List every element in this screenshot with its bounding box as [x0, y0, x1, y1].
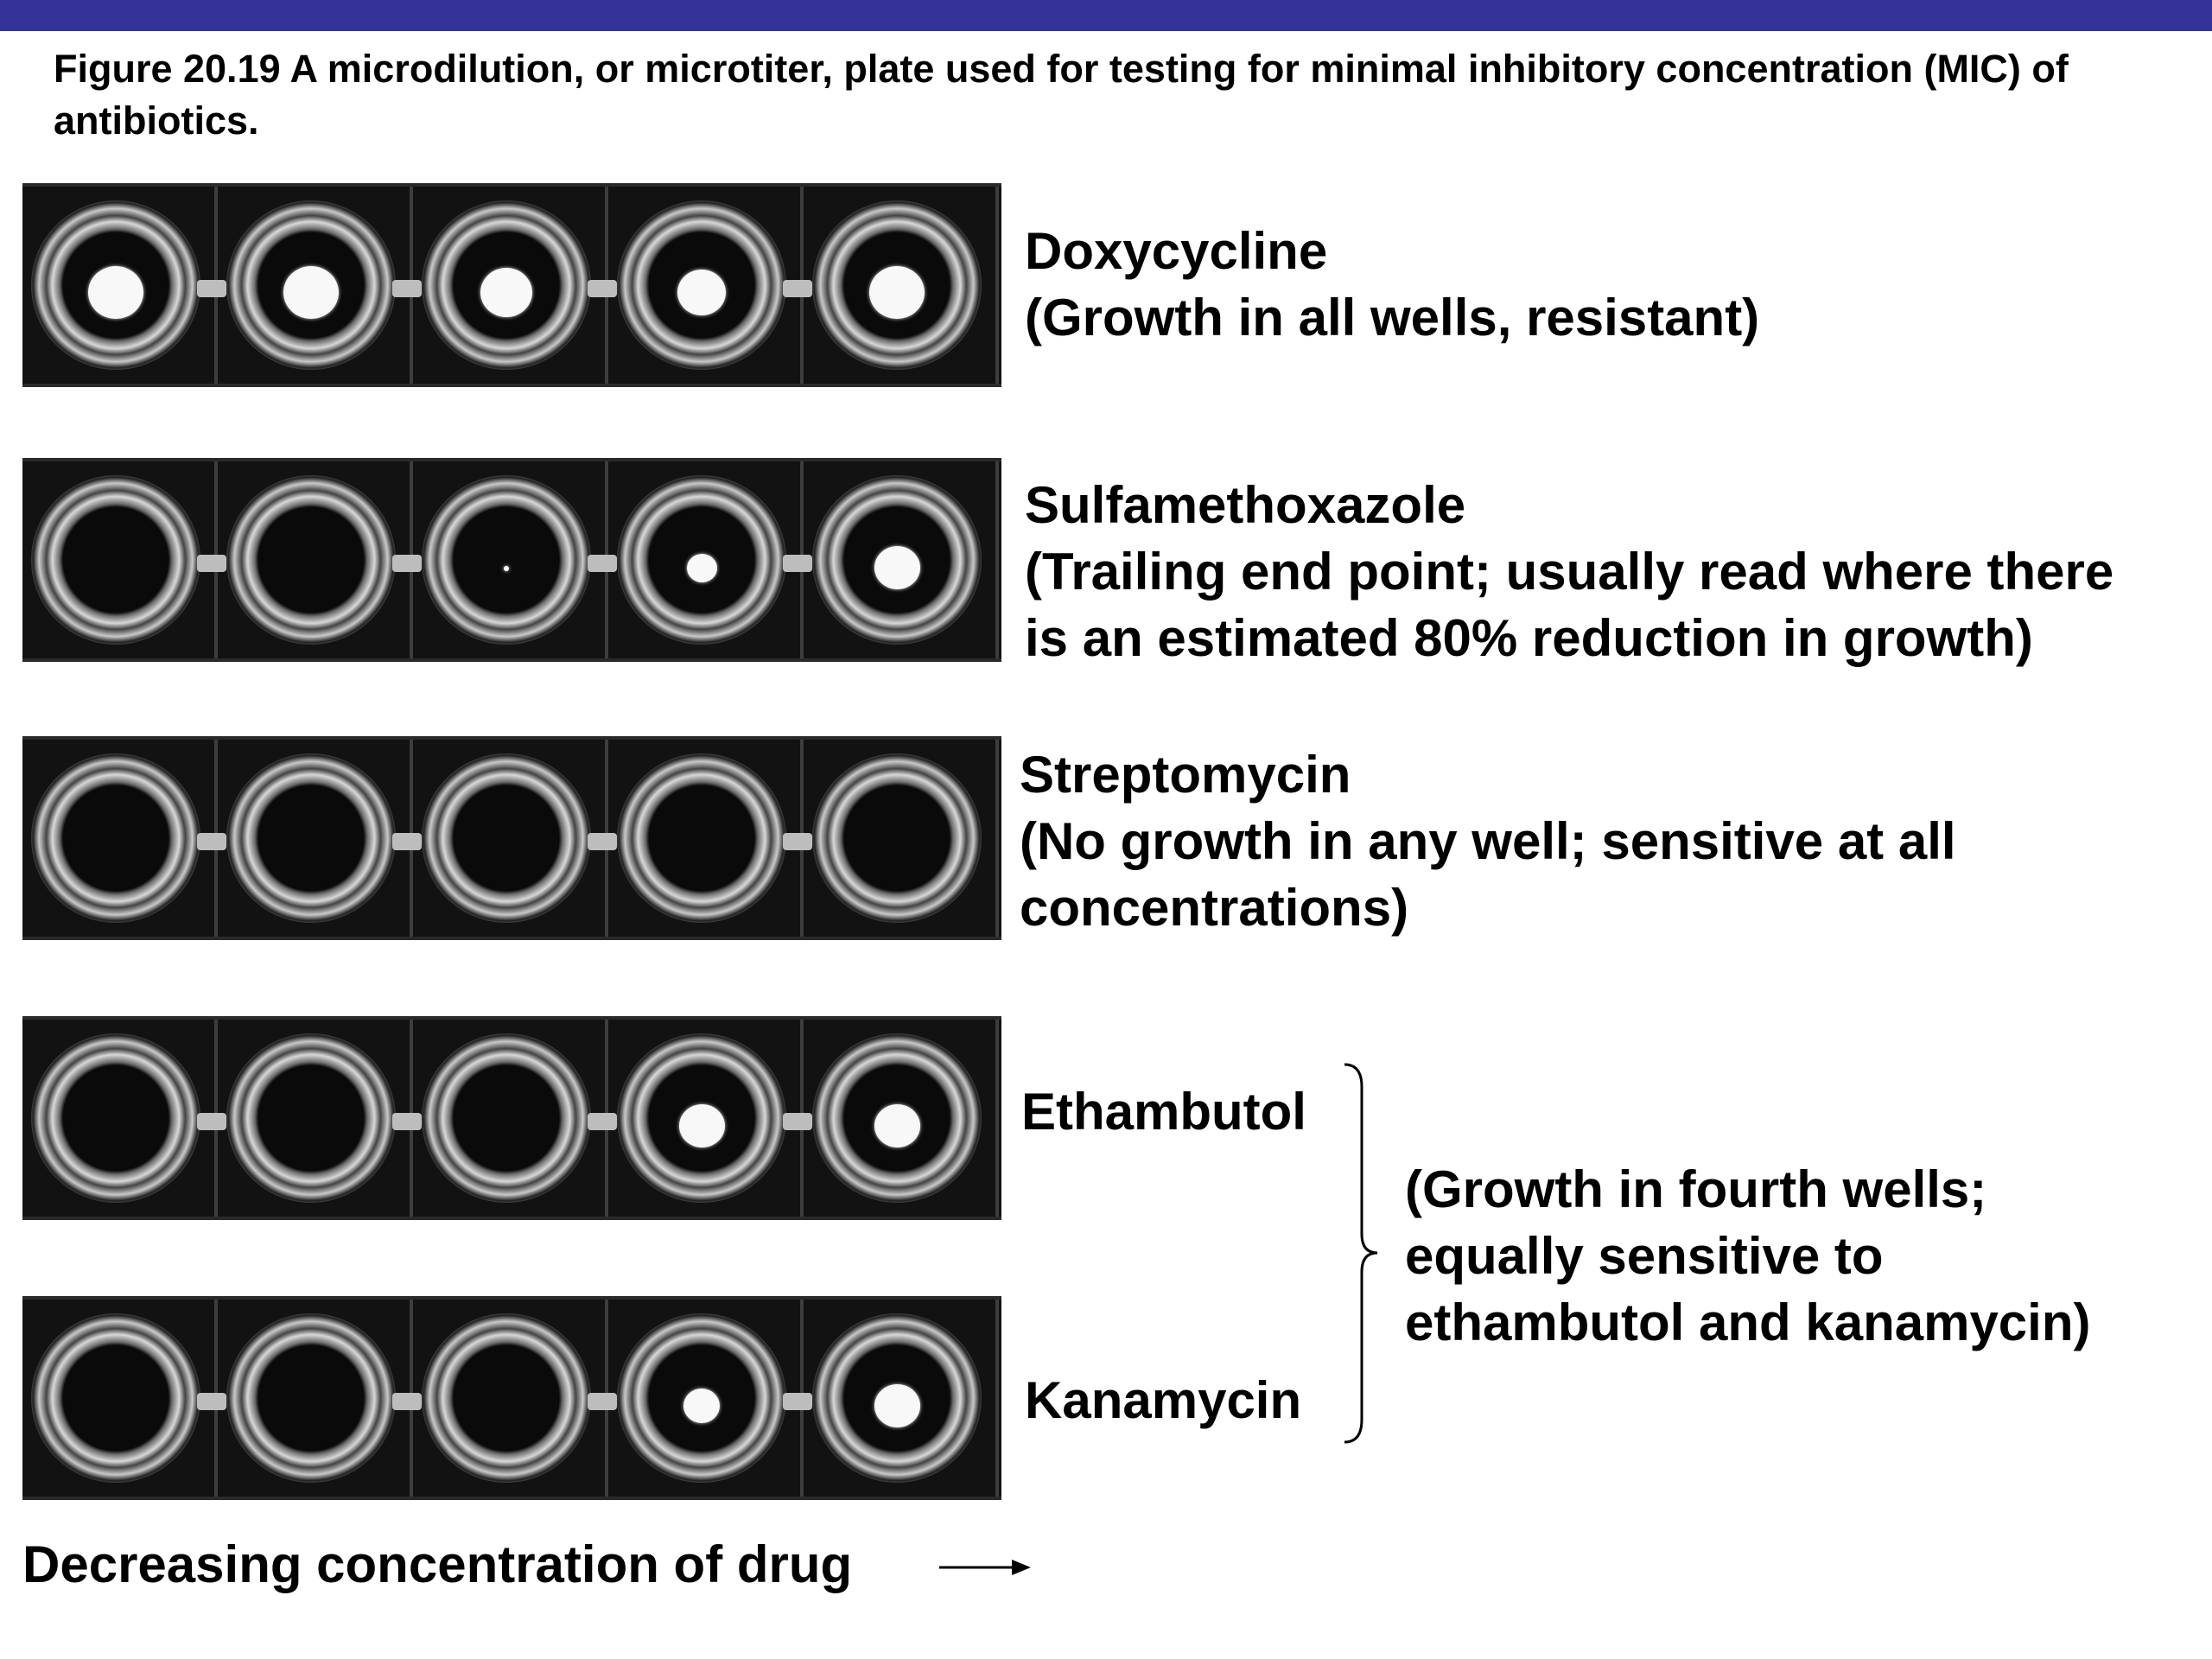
growth-spot	[683, 1389, 720, 1423]
well-connector	[392, 280, 422, 297]
well-2	[226, 475, 396, 645]
ethambutol-label: Ethambutol	[1021, 1083, 1306, 1141]
note-line-1: (Growth in fourth wells;	[1405, 1160, 1987, 1218]
drug-result: (Growth in all wells, resistant)	[1025, 289, 1760, 346]
microtiter-strip-kanamycin	[22, 1296, 1001, 1500]
drug-result: (Trailing end point; usually read where …	[1025, 543, 2114, 601]
well-5	[812, 753, 982, 923]
well-connector	[588, 1113, 617, 1130]
growth-spot	[686, 553, 717, 582]
well-connector	[392, 1113, 422, 1130]
microtiter-strip-sulfamethoxazole	[22, 458, 1001, 662]
well-connector	[588, 280, 617, 297]
note-line-2: equally sensitive to	[1405, 1227, 1884, 1285]
well-3	[422, 475, 591, 645]
well-3	[422, 1313, 591, 1483]
growth-spot	[283, 266, 339, 319]
well-4	[617, 753, 786, 923]
well-connector	[783, 1113, 812, 1130]
drug-result-cont: concentrations)	[1020, 879, 1409, 937]
microtiter-strip-streptomycin	[22, 736, 1001, 940]
note-line-3: ethambutol and kanamycin)	[1405, 1294, 2091, 1351]
drug-result-cont: is an estimated 80% reduction in growth)	[1025, 609, 2033, 667]
sulfamethoxazole-label: Sulfamethoxazole (Trailing end point; us…	[1025, 472, 2113, 671]
kanamycin-label: Kanamycin	[1025, 1371, 1302, 1429]
streptomycin-label: Streptomycin (No growth in any well; sen…	[1020, 741, 1956, 941]
well-3	[422, 753, 591, 923]
well-connector	[197, 1393, 226, 1410]
axis-direction-label: Decreasing concentration of drug	[22, 1535, 853, 1593]
drug-name: Sulfamethoxazole	[1025, 476, 1466, 534]
well-1	[31, 475, 200, 645]
drug-name: Doxycycline	[1025, 222, 1328, 280]
well-connector	[392, 1393, 422, 1410]
growth-spot	[677, 270, 726, 315]
drug-result: (No growth in any well; sensitive at all	[1020, 812, 1956, 870]
well-1	[31, 753, 200, 923]
drug-name: Streptomycin	[1020, 746, 1351, 804]
growth-spot	[874, 1103, 920, 1147]
well-connector	[783, 1393, 812, 1410]
growth-spot	[480, 268, 532, 317]
well-connector	[197, 1113, 226, 1130]
well-connector	[783, 833, 812, 850]
well-connector	[197, 833, 226, 850]
well-connector	[197, 280, 226, 297]
well-3	[422, 1033, 591, 1203]
figure-caption: Figure 20.19 A microdilution, or microti…	[54, 47, 2069, 143]
growth-spot	[678, 1103, 725, 1147]
growth-spot	[874, 545, 920, 589]
well-connector	[392, 555, 422, 572]
growth-spot	[504, 566, 509, 571]
well-connector	[392, 833, 422, 850]
bracket-icon	[1344, 1063, 1378, 1444]
growth-spot	[874, 1383, 920, 1427]
arrow-right-icon	[939, 1560, 1031, 1575]
doxycycline-label: Doxycycline (Growth in all wells, resist…	[1025, 218, 1759, 351]
well-2	[226, 753, 396, 923]
well-connector	[588, 555, 617, 572]
microtiter-strip-ethambutol	[22, 1016, 1001, 1220]
microtiter-strip-doxycycline	[22, 183, 1001, 387]
well-connector	[588, 1393, 617, 1410]
well-1	[31, 1313, 200, 1483]
growth-spot	[88, 266, 143, 319]
well-1	[31, 1033, 200, 1203]
header-bar	[0, 0, 2212, 31]
well-connector	[783, 555, 812, 572]
well-connector	[783, 280, 812, 297]
growth-spot	[869, 266, 925, 319]
shared-result-note: (Growth in fourth wells; equally sensiti…	[1405, 1156, 2090, 1356]
well-2	[226, 1033, 396, 1203]
well-2	[226, 1313, 396, 1483]
well-connector	[588, 833, 617, 850]
well-connector	[197, 555, 226, 572]
